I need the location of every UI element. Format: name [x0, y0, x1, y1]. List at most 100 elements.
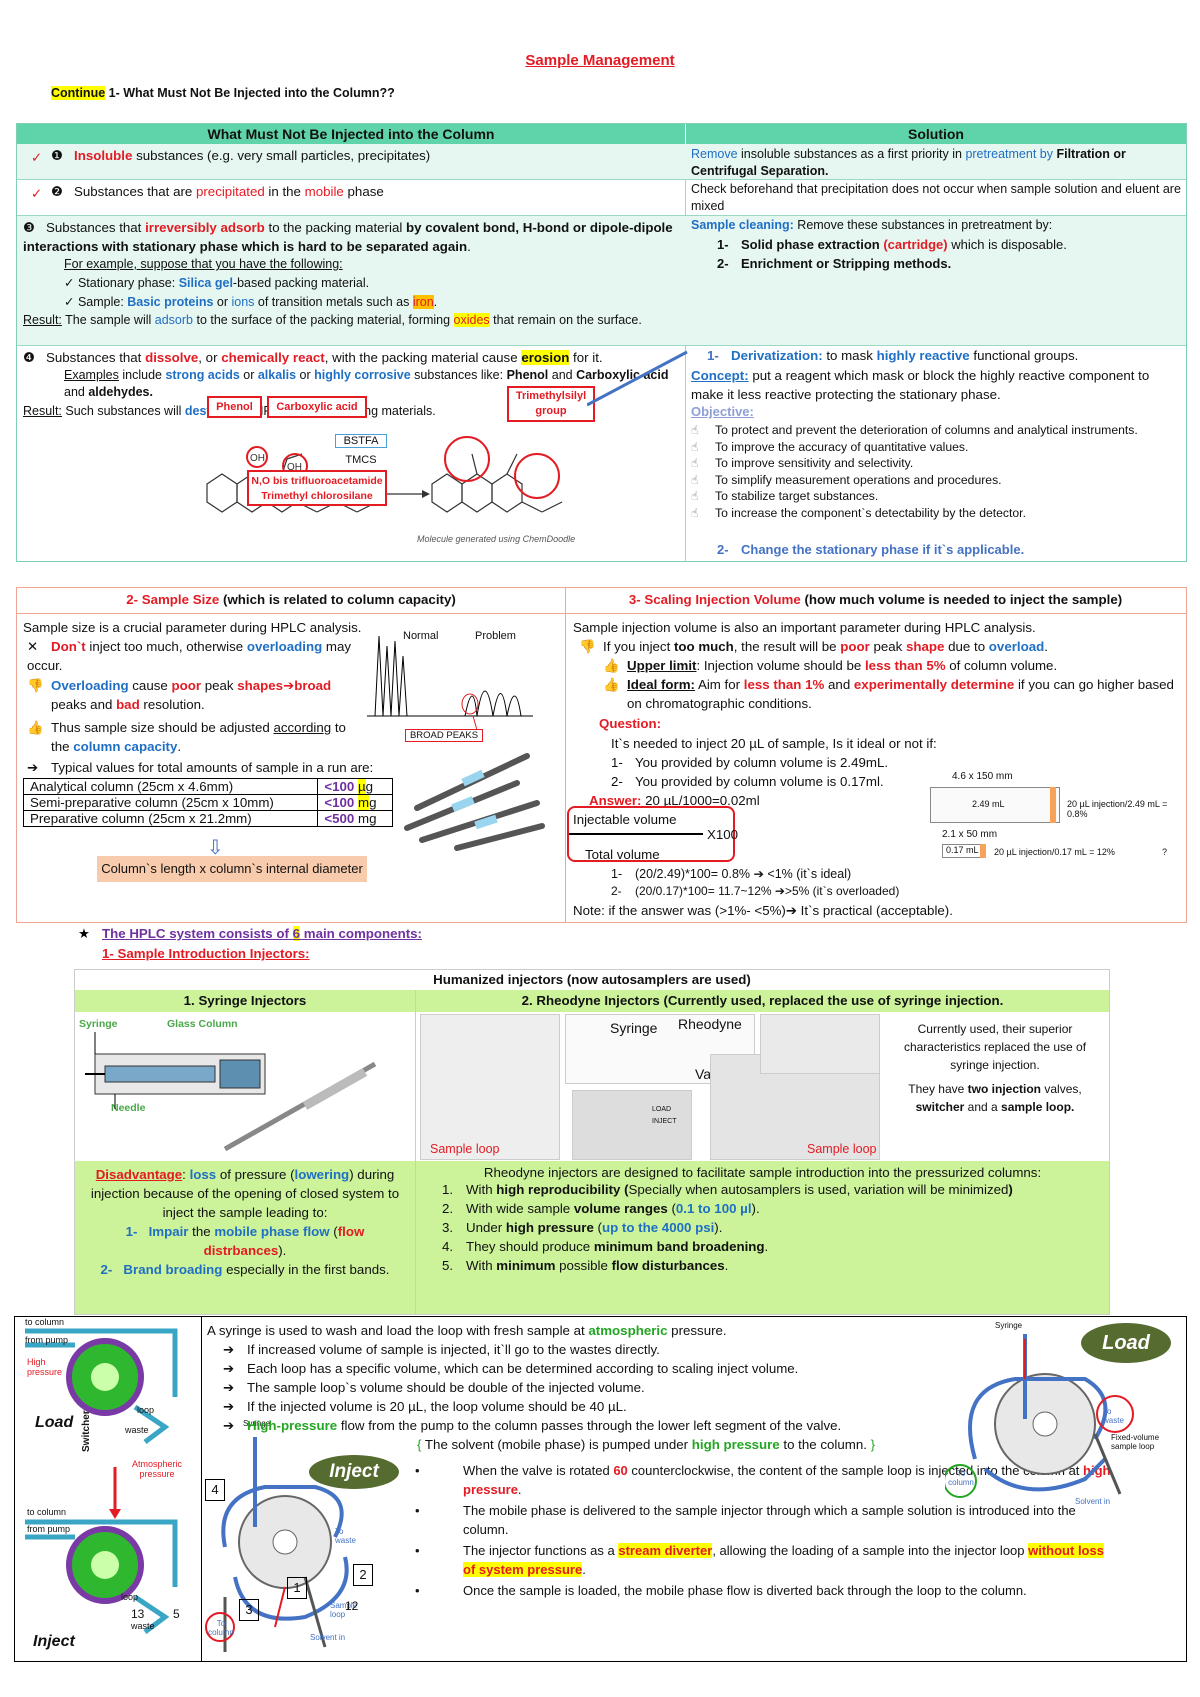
label-reagents: N,O bis trifluoroacetamide Trimethyl chl…	[247, 470, 387, 506]
label-to-column-4: To column	[948, 1469, 974, 1487]
label-atmospheric: Atmospheric pressure	[131, 1459, 183, 1479]
t: possible	[555, 1258, 612, 1273]
t: Substances that are	[74, 184, 196, 199]
scale-b2: 👍Upper limit: Injection volume should be…	[603, 656, 1057, 675]
t: which is disposable.	[947, 237, 1067, 252]
col-header-right: Solution	[685, 124, 1186, 144]
t: Substances that	[46, 350, 146, 365]
t: two injection	[967, 1082, 1042, 1096]
t: Disadvantage	[95, 1167, 183, 1182]
divider	[565, 588, 566, 922]
row4-right-2: 2-Change the stationary phase if it`s ap…	[717, 542, 1025, 557]
t: -based packing material.	[232, 276, 370, 290]
t: too much	[673, 639, 734, 654]
solution-item-2: 2-Enrichment or Stripping methods.	[717, 256, 952, 271]
t: 60	[613, 1463, 628, 1478]
scale-intro: Sample injection volume is also an impor…	[573, 620, 1036, 635]
t: Aim for	[694, 677, 744, 692]
label-load: LOAD	[652, 1106, 672, 1113]
scale-header: 3- Scaling Injection Volume (how much vo…	[565, 592, 1186, 607]
value-part: g	[369, 795, 377, 810]
t: chemically react	[221, 350, 325, 365]
t: Derivatization:	[731, 348, 823, 363]
rh-list: 1.With high reproducibility (Specially w…	[442, 1182, 1013, 1273]
rheodyne-photo-1	[420, 1014, 560, 1160]
tms-circle-1	[444, 436, 490, 482]
value-part: <100	[324, 779, 358, 794]
label-carboxylic: Carboxylic acid	[267, 396, 367, 418]
t: (	[667, 1201, 676, 1216]
t: to the	[51, 720, 346, 754]
svg-text:OH: OH	[250, 453, 265, 464]
t: , with the packing material cause	[324, 350, 522, 365]
label-solvent-in-2: Solvent in	[1075, 1497, 1111, 1506]
label-normal: Normal	[403, 630, 439, 642]
t: strong acids	[165, 368, 240, 382]
dis-text: Disadvantage: loss of pressure (lowering…	[90, 1167, 400, 1277]
t: minimum band broadening	[593, 1239, 765, 1254]
col2-result: 20 µL injection/0.17 mL = 12%	[994, 847, 1115, 857]
t: Don`t	[51, 639, 86, 654]
label-syringe-3: Syringe	[995, 1321, 1023, 1330]
thumbs-down-icon: 👎	[27, 678, 44, 693]
t: Each loop has a specific volume, which c…	[247, 1361, 799, 1376]
bullet-icon: •	[415, 1583, 420, 1598]
size-b4: ➔Typical values for total amounts of sam…	[27, 758, 373, 777]
t: Concept:	[691, 368, 749, 383]
t: A syringe is used to wash and load the l…	[207, 1323, 589, 1338]
page-num-5: 5	[173, 1607, 180, 1621]
valve-section: to column from pump High pressure Load l…	[14, 1316, 1187, 1662]
check-icon: ✓	[31, 186, 43, 201]
t: :	[182, 1167, 190, 1182]
t: inject too much, otherwise	[85, 639, 247, 654]
t: phase	[343, 184, 384, 199]
hand-icon: ☝	[691, 423, 699, 437]
t: of pressure (	[216, 1167, 295, 1182]
t: bad	[116, 697, 140, 712]
svg-text:OH: OH	[287, 462, 302, 473]
t: Brand broading	[123, 1262, 223, 1277]
t: (cartridge)	[883, 237, 948, 252]
hplc-columns-image	[404, 753, 545, 851]
hplc-components-line: ★The HPLC system consists of 6 main comp…	[78, 926, 422, 942]
objective-text: To simplify measurement operations and p…	[715, 472, 1002, 487]
value-part: mg	[354, 811, 377, 826]
t: .	[764, 1239, 769, 1254]
label-inject: Inject	[33, 1633, 75, 1650]
t: atmospheric	[588, 1323, 668, 1338]
label-to-waste: To waste	[335, 1527, 356, 1545]
label-bstfa: BSTFA	[335, 434, 387, 448]
t: switcher	[915, 1100, 965, 1114]
t: (20/2.49)*100= 0.8% ➔ <1% (it`s ideal)	[635, 867, 852, 881]
t: When the valve is rotated	[463, 1463, 614, 1478]
t: If increased volume of sample is injecte…	[247, 1342, 660, 1357]
hand-icon: ☝	[691, 456, 699, 470]
t: Thus sample size should be adjusted	[51, 720, 274, 735]
thumbs-up-icon: 👍	[603, 658, 620, 673]
t: ✓ Stationary phase:	[64, 276, 179, 290]
t: 0.1 to 100 µl	[675, 1201, 752, 1216]
solvent-text: { The solvent (mobile phase) is pumped u…	[417, 1437, 876, 1452]
t: lowering	[294, 1167, 350, 1182]
label-syringe: Syringe	[79, 1018, 118, 1030]
scale-b3: 👍Ideal form: Aim for less than 1% and ex…	[603, 675, 1178, 713]
table-row: Preparative column (25cm x 21.2mm)<500 m…	[22, 810, 393, 827]
row3-result: Result: The sample will adsorb to the su…	[23, 312, 673, 329]
col1-result: 20 µL injection/2.49 mL = 0.8%	[1067, 799, 1168, 819]
label-high-pressure: High pressure	[27, 1357, 63, 1377]
arrow-icon: ➔	[223, 1399, 235, 1414]
label-broad-peaks: BROAD PEAKS	[405, 729, 483, 742]
label-loop-2: loop	[121, 1592, 139, 1602]
t: poor	[840, 639, 870, 654]
thumbs-up-icon: 👍	[27, 720, 44, 735]
t: Trimethyl chlorosilane	[261, 490, 373, 502]
value-part: m	[358, 795, 370, 810]
t: high reproducibility (	[496, 1182, 629, 1197]
cell-column: Preparative column (25cm x 21.2mm)	[22, 810, 319, 827]
t: up to the 4000 psi	[601, 1220, 715, 1235]
size-b1: ✕Don`t inject too much, otherwise overlo…	[27, 637, 387, 675]
label-sample-loop: Sample loop	[330, 1601, 358, 1619]
size-intro: Sample size is a crucial parameter durin…	[23, 620, 362, 635]
page-num-12: 12	[345, 1599, 359, 1613]
continue-text: 1- What Must Not Be Injected into the Co…	[109, 86, 395, 100]
